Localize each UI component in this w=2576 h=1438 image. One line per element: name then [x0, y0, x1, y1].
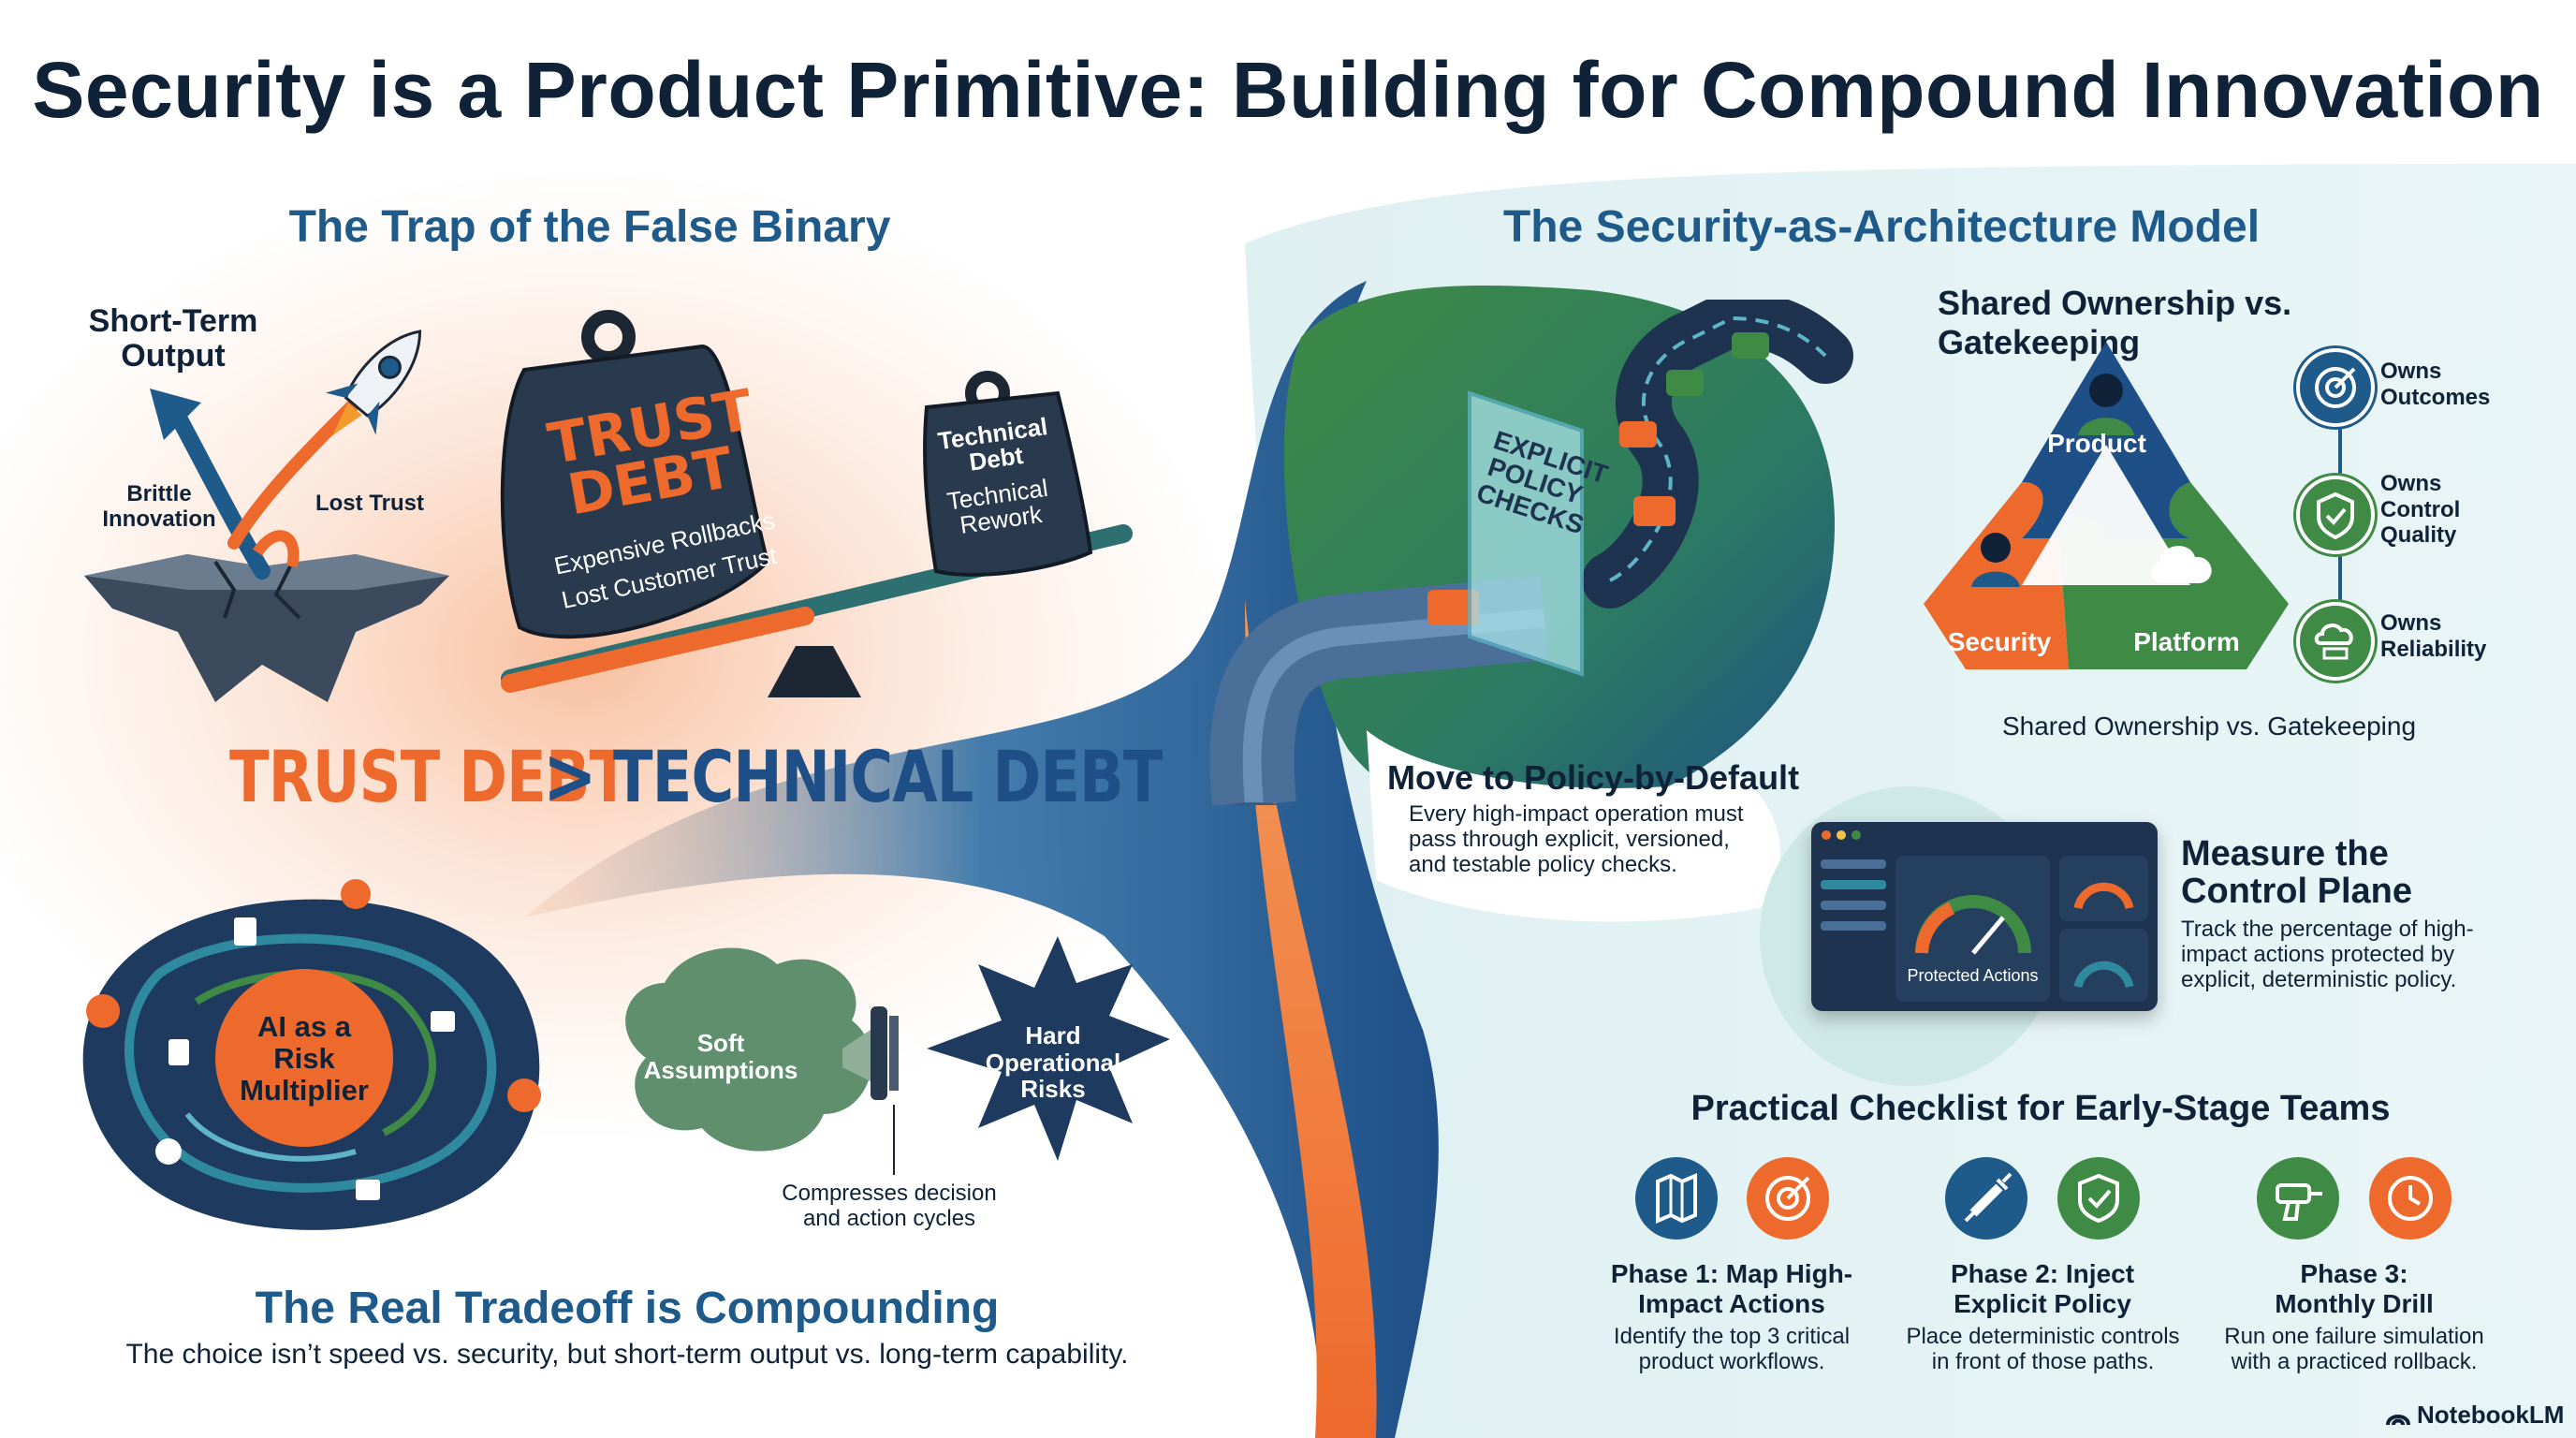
notebooklm-logo-icon: [2386, 1415, 2410, 1426]
phase2-text: Place deterministic controls in front of…: [1906, 1324, 2180, 1374]
policy-heading: Move to Policy-by-Default: [1387, 758, 1800, 797]
ai-risk-multiplier-label: AI as a Risk Multiplier: [240, 1010, 369, 1108]
owns-outcomes-label: Owns Outcomes: [2380, 359, 2491, 410]
comparison-greater-symbol: >: [543, 730, 597, 822]
assumption-compression-illustration: [625, 936, 1170, 1175]
phase1-text: Identify the top 3 critical product work…: [1613, 1324, 1851, 1374]
page-title: Security is a Product Primitive: Buildin…: [32, 46, 2544, 134]
phase2-syringe-icon: [1945, 1157, 2027, 1240]
ownership-caption: Shared Ownership vs. Gatekeeping: [2001, 712, 2417, 741]
comparison-technical-debt: TECHNICAL DEBT: [613, 735, 1163, 818]
measure-text: Track the percentage of high-impact acti…: [2181, 917, 2474, 992]
owns-reliability-label: Owns Reliability: [2380, 610, 2487, 662]
section-heading-tradeoff: The Real Tradeoff is Compounding: [255, 1284, 1000, 1333]
soft-assumptions-label: Soft Assumptions: [643, 1029, 798, 1084]
owns-reliability-icon: [2296, 602, 2375, 681]
seesaw-weights-illustration: [500, 310, 1133, 697]
phase1-target-icon: [1747, 1157, 1829, 1240]
measure-heading: Measure the Control Plane: [2181, 834, 2413, 911]
comparison-trust-debt: TRUST DEBT: [229, 735, 629, 818]
policy-text: Every high-impact operation must pass th…: [1409, 801, 1744, 877]
phase1-map-icon: [1635, 1157, 1718, 1240]
ai-vortex-illustration: [82, 879, 541, 1230]
phase3-title: Phase 3: Monthly Drill: [2275, 1259, 2434, 1319]
owns-control-quality-icon: [2296, 476, 2375, 554]
checklist-heading: Practical Checklist for Early-Stage Team…: [1690, 1089, 2391, 1128]
brittle-innovation-label: Brittle Innovation: [102, 481, 216, 532]
puzzle-label-security: Security: [1947, 627, 2052, 656]
puzzle-label-product: Product: [2047, 429, 2146, 458]
lost-trust-label: Lost Trust: [315, 491, 424, 516]
control-plane-dashboard: [1811, 822, 2158, 1011]
tradeoff-text: The choice isn’t speed vs. security, but…: [125, 1339, 1129, 1370]
phase2-title: Phase 2: Inject Explicit Policy: [1950, 1259, 2135, 1319]
phase1-title: Phase 1: Map High-Impact Actions: [1610, 1259, 1853, 1319]
dashboard-label: Protected Actions: [1907, 966, 2039, 985]
owns-control-quality-label: Owns Control Quality: [2380, 471, 2461, 549]
notebooklm-brand: NotebookLM: [2385, 1401, 2565, 1431]
hard-risks-label: Hard Operational Risks: [985, 1021, 1121, 1104]
short-term-output-label: Short-Term Output: [88, 303, 258, 374]
section-heading-architecture: The Security-as-Architecture Model: [1502, 202, 2261, 252]
owns-outcomes-icon: [2296, 348, 2375, 427]
ownership-puzzle-triangle: [1924, 342, 2289, 669]
section-heading-false-binary: The Trap of the False Binary: [288, 202, 891, 252]
phase2-shield-check-icon: [2057, 1157, 2140, 1240]
brand-label: NotebookLM: [2417, 1401, 2565, 1429]
phase3-drill-icon: [2257, 1157, 2339, 1240]
rocket-cliff-illustration: [84, 330, 449, 702]
phase3-clock-icon: [2369, 1157, 2452, 1240]
compresses-caption: Compresses decision and action cycles: [782, 1181, 997, 1231]
policy-pipeline-illustration: [1209, 300, 1853, 805]
phase3-text: Run one failure simulation with a practi…: [2224, 1324, 2484, 1374]
puzzle-label-platform: Platform: [2133, 627, 2240, 656]
